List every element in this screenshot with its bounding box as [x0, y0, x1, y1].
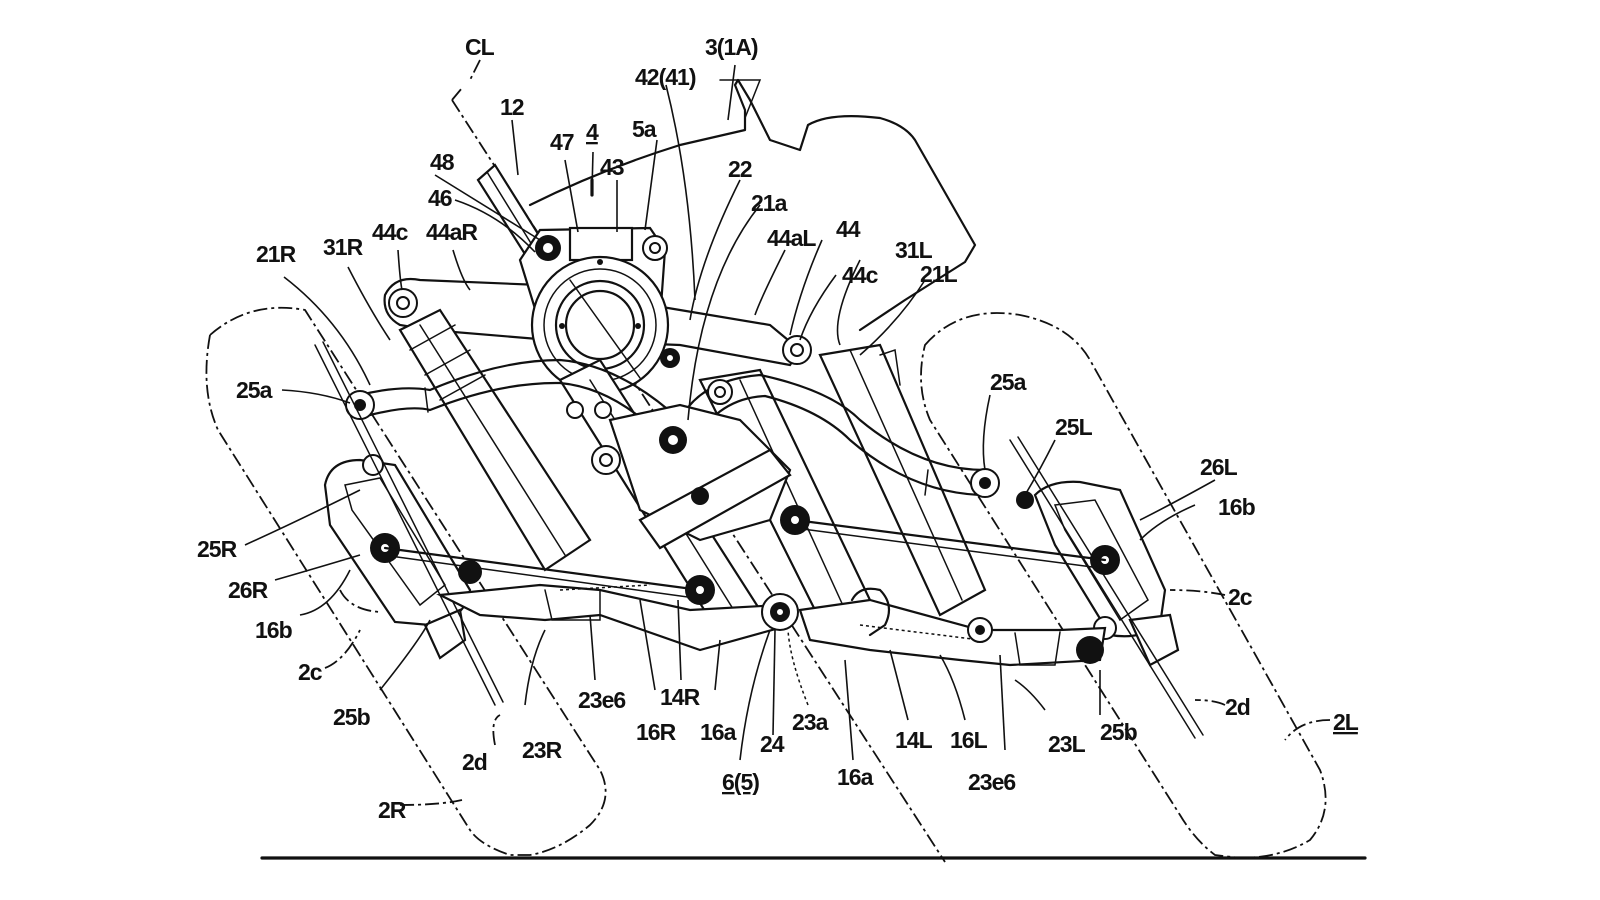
bracket-47	[568, 226, 634, 262]
label-16a-first: 16a	[700, 719, 737, 745]
label-42-41: 42(41)	[635, 64, 696, 90]
label-6-5: 6(5)	[722, 769, 759, 795]
pivot	[566, 401, 584, 419]
leader-lines	[244, 64, 1331, 806]
reference-labels: CL 12 4 3(1A) 42(41) 47 43 5a 48 46 22 2…	[197, 34, 1360, 823]
right-knuckle-26R	[323, 390, 472, 660]
label-23e6-right: 23e6	[578, 687, 625, 713]
cross-bar-5	[638, 448, 792, 550]
label-25L: 25L	[1055, 414, 1093, 440]
label-16a-second: 16a	[837, 764, 874, 790]
right-damper-31R	[398, 308, 592, 572]
label-2c-right: 2c	[298, 659, 323, 685]
label-26L: 26L	[1200, 454, 1238, 480]
label-44c-right: 44c	[372, 219, 409, 245]
right-axle-2d	[314, 341, 504, 706]
label-25b-right: 25b	[333, 704, 371, 730]
label-2L: 2L	[1333, 709, 1359, 735]
label-14R: 14R	[660, 684, 701, 710]
label-44: 44	[836, 216, 861, 242]
label-5a: 5a	[632, 116, 657, 142]
label-4: 4	[586, 119, 599, 145]
label-2d-left: 2d	[1225, 694, 1250, 720]
label-25a-left: 25a	[990, 369, 1027, 395]
pivot	[594, 401, 612, 419]
label-21L: 21L	[920, 261, 958, 287]
label-21R: 21R	[256, 241, 297, 267]
center-pivot-24	[761, 593, 799, 631]
label-44c-left: 44c	[842, 262, 879, 288]
vehicle-body-outline	[528, 78, 977, 332]
label-14L: 14L	[895, 727, 933, 753]
label-23R: 23R	[522, 737, 563, 763]
label-21a: 21a	[751, 190, 788, 216]
label-31L: 31L	[895, 237, 933, 263]
label-12: 12	[500, 94, 524, 120]
left-axle-2d	[1009, 436, 1204, 739]
label-25R: 25R	[197, 536, 238, 562]
center-line-leader	[451, 59, 481, 101]
label-44aL: 44aL	[767, 225, 816, 251]
left-wheel-2L	[920, 312, 1327, 859]
upper-cross-rod-right	[358, 358, 682, 442]
pivot-25R	[362, 454, 384, 476]
label-43: 43	[600, 154, 624, 180]
label-23a: 23a	[792, 709, 829, 735]
bracket-16L	[850, 587, 891, 637]
pivot-25L	[1016, 491, 1034, 509]
label-47: 47	[550, 129, 574, 155]
label-22: 22	[728, 156, 752, 182]
label-44aR: 44aR	[426, 219, 478, 245]
label-25a-right: 25a	[236, 377, 273, 403]
label-16b-right: 16b	[255, 617, 293, 643]
label-2c-left: 2c	[1228, 584, 1253, 610]
section-23e6-right	[544, 589, 601, 621]
label-CL: CL	[465, 34, 495, 60]
lower-arm-23L	[798, 598, 1107, 667]
label-23L: 23L	[1048, 731, 1086, 757]
label-16L: 16L	[950, 727, 988, 753]
tie-rod-14L	[780, 505, 1107, 569]
label-23e6-left: 23e6	[968, 769, 1015, 795]
label-3-1A: 3(1A)	[705, 34, 758, 60]
tie-rod-14R	[383, 546, 715, 605]
label-25b-left: 25b	[1100, 719, 1138, 745]
label-2R: 2R	[378, 797, 407, 823]
label-48: 48	[430, 149, 455, 175]
label-46: 46	[428, 185, 452, 211]
right-wheel-2R	[205, 306, 607, 856]
label-24: 24	[760, 731, 785, 757]
center-knuckle-22	[591, 379, 792, 550]
section-23e6-left	[1014, 631, 1061, 666]
label-16R: 16R	[636, 719, 677, 745]
label-26R: 26R	[228, 577, 269, 603]
label-31R: 31R	[323, 234, 364, 260]
label-16b-left: 16b	[1218, 494, 1256, 520]
label-2d-right: 2d	[462, 749, 487, 775]
